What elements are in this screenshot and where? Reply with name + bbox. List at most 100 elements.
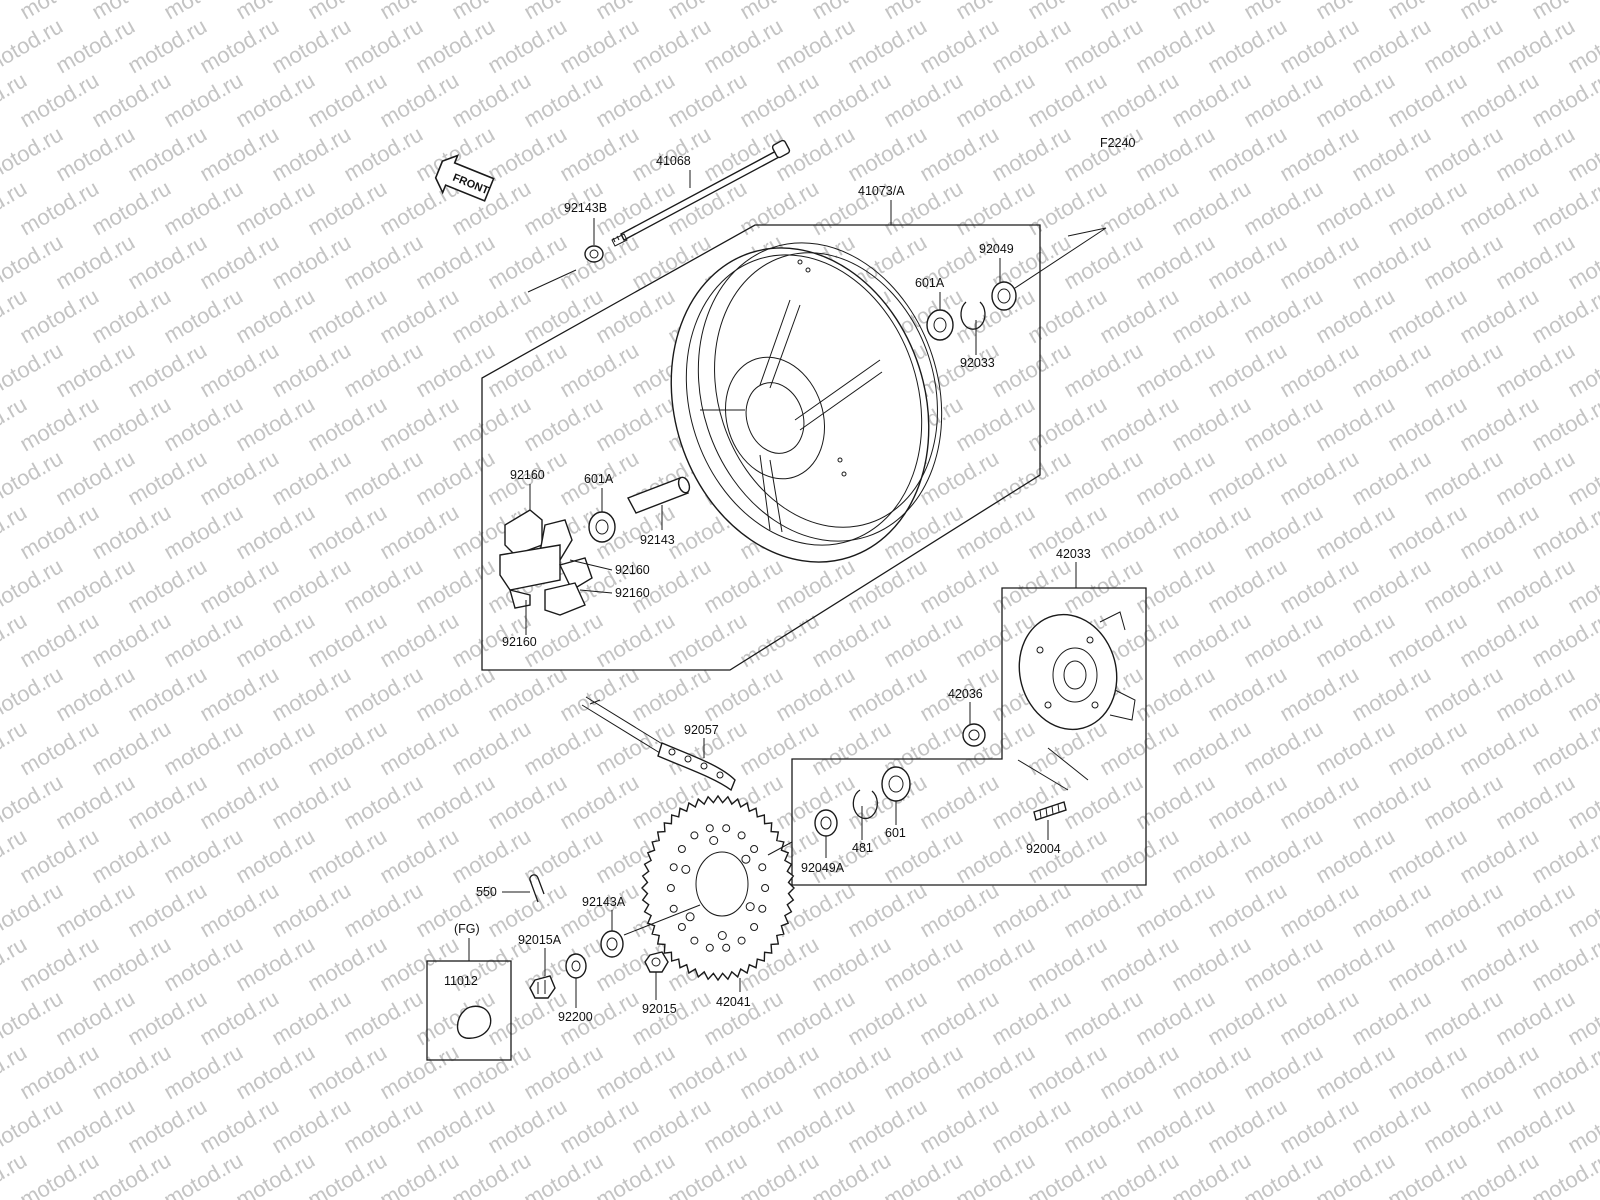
part-label-damper-mid2: 92160 (615, 586, 650, 600)
part-label-cotter-pin: 550 (476, 885, 497, 899)
watermark-text: motod.ru (1383, 715, 1471, 780)
watermark-text: motod.ru (1311, 391, 1399, 456)
watermark-text: motod.ru (483, 661, 571, 726)
watermark-text: motod.ru (1419, 985, 1507, 1050)
watermark-text: motod.ru (1131, 769, 1219, 834)
watermark-text: motod.ru (483, 121, 571, 186)
diagram-code: F2240 (1100, 136, 1135, 150)
watermark-text: motod.ru (1239, 823, 1327, 888)
watermark-text: motod.ru (51, 229, 139, 294)
watermark-text: motod.ru (231, 175, 319, 240)
bearing-left-part (588, 511, 616, 543)
watermark-text: motod.ru (1023, 175, 1111, 240)
watermark-text: motod.ru (1383, 607, 1471, 672)
part-label-damper-bottom: 92160 (502, 635, 537, 649)
watermark-text: motod.ru (915, 877, 1003, 942)
sprocket-hole (685, 912, 695, 922)
watermark-text: motod.ru (1239, 283, 1327, 348)
watermark-text: motod.ru (15, 283, 103, 348)
watermark-text: motod.ru (195, 985, 283, 1050)
watermark-text: motod.ru (339, 445, 427, 510)
watermark-text: motod.ru (1239, 499, 1327, 564)
watermark-text: motod.ru (1023, 1039, 1111, 1104)
watermark-text: motod.ru (1347, 13, 1435, 78)
watermark-text: motod.ru (195, 1093, 283, 1158)
watermark-text: motod.ru (627, 1093, 715, 1158)
watermark-text: motod.ru (951, 931, 1039, 996)
watermark-text: motod.ru (1455, 823, 1543, 888)
watermark-text: motod.ru (195, 337, 283, 402)
watermark-text: motod.ru (195, 121, 283, 186)
watermark-text: motod.ru (1347, 229, 1435, 294)
watermark-text: motod.ru (1167, 715, 1255, 780)
hub-collar-part (962, 723, 986, 747)
watermark-text: motod.ru (1455, 607, 1543, 672)
watermark-text: motod.ru (915, 769, 1003, 834)
sprocket-hole (717, 931, 727, 940)
watermark-text: motod.ru (591, 607, 679, 672)
sprocket-hole (758, 863, 767, 872)
sprocket-hole (758, 904, 767, 913)
watermark-text: motod.ru (591, 391, 679, 456)
watermark-text: motod.ru (1095, 283, 1183, 348)
circlip-left-part (852, 789, 878, 820)
watermark-text: motod.ru (1491, 553, 1579, 618)
sprocket-hole (722, 824, 731, 833)
watermark-text: motod.ru (87, 499, 175, 564)
watermark-text: motod.ru (1491, 661, 1579, 726)
watermark-text: motod.ru (1275, 661, 1363, 726)
watermark-text: motod.ru (1203, 877, 1291, 942)
watermark-text: motod.ru (1383, 931, 1471, 996)
sprocket-nut-part (644, 951, 669, 973)
watermark-text: motod.ru (807, 67, 895, 132)
watermark-text: motod.ru (843, 1093, 931, 1158)
watermark-text: motod.ru (87, 715, 175, 780)
watermark-text: motod.ru (699, 13, 787, 78)
watermark-text: motod.ru (0, 13, 67, 78)
watermark-text: motod.ru (1167, 391, 1255, 456)
watermark-text: motod.ru (1023, 931, 1111, 996)
watermark-text: motod.ru (1383, 391, 1471, 456)
watermark-text: motod.ru (1203, 1093, 1291, 1158)
watermark-text: motod.ru (0, 661, 67, 726)
watermark-text: motod.ru (1203, 445, 1291, 510)
watermark-text: motod.ru (51, 877, 139, 942)
watermark-text: motod.ru (1059, 553, 1147, 618)
sprocket-center-hole (695, 851, 749, 917)
watermark-text: motod.ru (771, 661, 859, 726)
watermark-text: motod.ru (1491, 1093, 1579, 1158)
watermark-text: motod.ru (0, 1093, 67, 1158)
watermark-text: motod.ru (1347, 769, 1435, 834)
watermark-text: motod.ru (519, 1039, 607, 1104)
watermark-text: motod.ru (1059, 877, 1147, 942)
watermark-text: motod.ru (1275, 229, 1363, 294)
watermark-text: motod.ru (15, 823, 103, 888)
watermark-text: motod.ru (123, 553, 211, 618)
part-label-chain: 92057 (684, 723, 719, 737)
watermark-text: motod.ru (1095, 67, 1183, 132)
part-label-collar-center: 92143 (640, 533, 675, 547)
leader-line-damper-mid1 (569, 559, 613, 571)
watermark-text: motod.ru (159, 1039, 247, 1104)
watermark-text: motod.ru (1491, 121, 1579, 186)
watermark-text: motod.ru (231, 715, 319, 780)
watermark-text: motod.ru (447, 283, 535, 348)
watermark-text: motod.ru (771, 985, 859, 1050)
watermark-text: motod.ru (879, 1039, 967, 1104)
sprocket-hole (750, 845, 759, 853)
watermark-text: motod.ru (1311, 175, 1399, 240)
part-label-bearing-hub: 601 (885, 826, 906, 840)
watermark-text: motod.ru (303, 607, 391, 672)
watermark-text: motod.ru (195, 445, 283, 510)
sprocket-hole (741, 854, 751, 864)
watermark-text: motod.ru (555, 121, 643, 186)
watermark-text: motod.ru (123, 445, 211, 510)
watermark-text: motod.ru (15, 67, 103, 132)
damper-blocks-part (499, 509, 593, 616)
watermark-text: motod.ru (1419, 445, 1507, 510)
watermark-text: motod.ru (1347, 877, 1435, 942)
watermark-text: motod.ru (15, 1039, 103, 1104)
watermark-text: motod.ru (1455, 67, 1543, 132)
watermark-text: motod.ru (267, 985, 355, 1050)
watermark-text: motod.ru (1023, 67, 1111, 132)
